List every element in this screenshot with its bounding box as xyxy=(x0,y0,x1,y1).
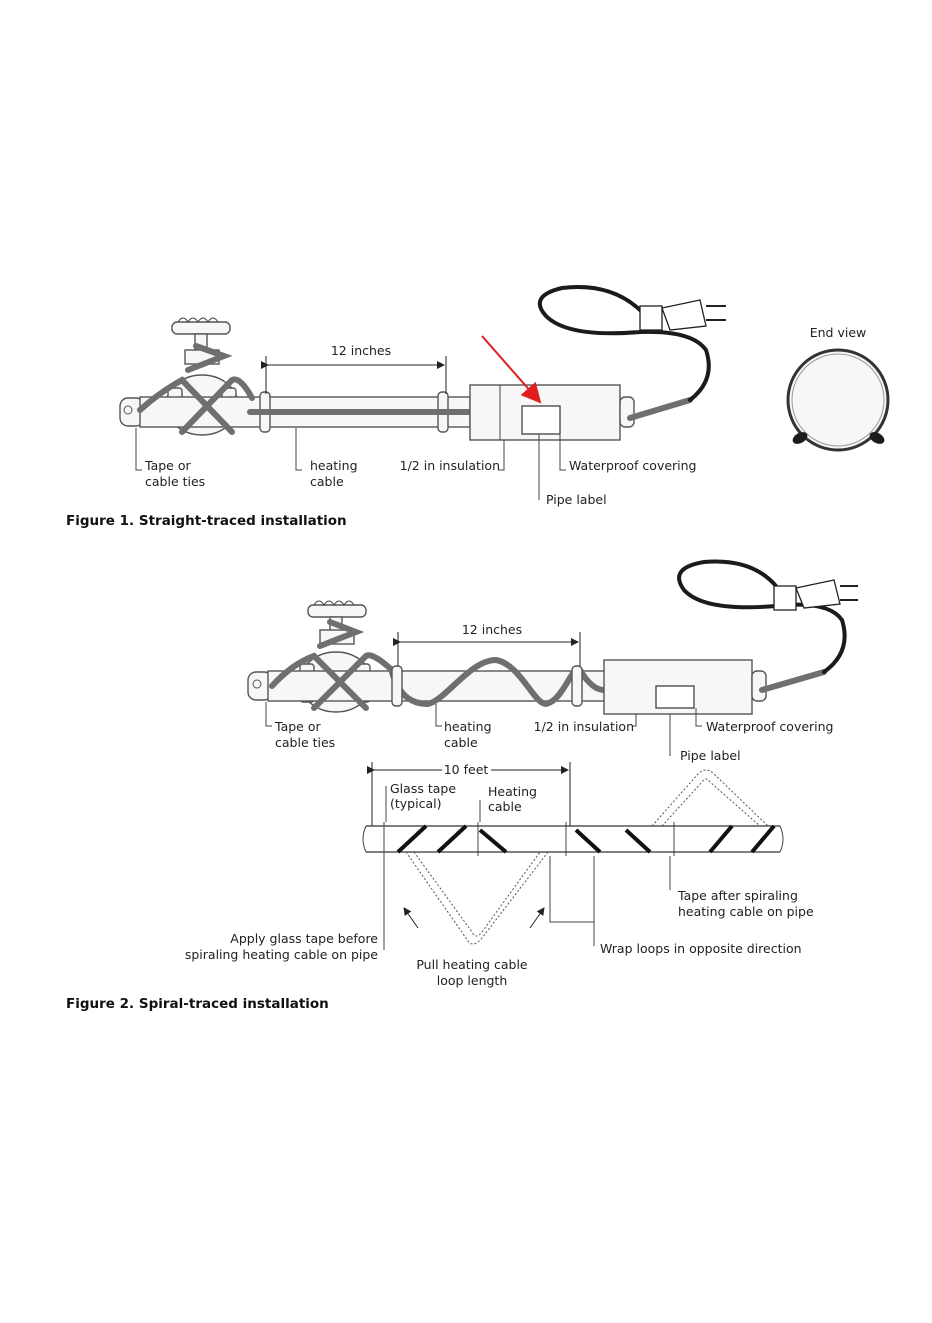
cable-label-2: cable xyxy=(444,735,478,750)
tape-label-1: Tape or xyxy=(144,458,191,473)
cable-tie xyxy=(391,665,403,707)
pull-cable-label-1: Pull heating cable xyxy=(416,957,528,972)
pipe-label-box xyxy=(521,405,561,435)
cable-label-1: heating xyxy=(444,719,492,734)
tape-after-label-1: Tape after spiraling xyxy=(677,888,798,903)
loop-below xyxy=(405,851,549,945)
pipe-label-text: Pipe label xyxy=(680,748,741,763)
figure-1: 12 inches Tape or cable ties heating cab… xyxy=(66,285,890,529)
glass-tape-label-2: (typical) xyxy=(390,796,441,811)
wrap-loops-label: Wrap loops in opposite direction xyxy=(600,941,802,956)
cable-label-1: heating xyxy=(310,458,358,473)
end-view: End view xyxy=(786,325,890,452)
dimension-label: 12 inches xyxy=(462,622,522,637)
heating-cable-wrap xyxy=(137,343,255,435)
heating-cable-wrap xyxy=(269,619,395,711)
plug-icon xyxy=(639,299,726,331)
pipe-label-text: Pipe label xyxy=(546,492,607,507)
covering-label: Waterproof covering xyxy=(706,719,834,734)
tape-after-label-2: heating cable on pipe xyxy=(678,904,814,919)
tape-label-1: Tape or xyxy=(274,719,321,734)
pipe-label-box xyxy=(655,685,695,709)
end-view-label: End view xyxy=(810,325,867,340)
cable-tie xyxy=(571,665,583,707)
insulation-label: 1/2 in insulation xyxy=(534,719,634,734)
red-arrow xyxy=(481,335,542,404)
dimension-label: 12 inches xyxy=(331,343,391,358)
figure-1-caption: Figure 1. Straight-traced installation xyxy=(66,513,347,529)
heating-cable-label-2: cable xyxy=(488,799,522,814)
spiral-wraps xyxy=(396,824,776,854)
power-cord xyxy=(677,559,847,674)
heating-cable-tail xyxy=(759,669,827,693)
span-label: 10 feet xyxy=(444,762,489,777)
insulation-label: 1/2 in insulation xyxy=(400,458,500,473)
glass-tape-label-1: Glass tape xyxy=(390,781,456,796)
plug-icon xyxy=(773,579,858,611)
pull-cable-label-2: loop length xyxy=(437,973,508,988)
power-cord xyxy=(537,285,711,402)
tape-label-2: cable ties xyxy=(145,474,205,489)
heating-cable-label-1: Heating xyxy=(488,784,537,799)
figure-2: 12 inches Tape or cable ties heating cab… xyxy=(66,559,858,1012)
apply-glass-label-1: Apply glass tape before xyxy=(230,931,378,946)
covering-label: Waterproof covering xyxy=(569,458,697,473)
figure-2-caption: Figure 2. Spiral-traced installation xyxy=(66,996,329,1012)
heating-cable-tail xyxy=(627,397,693,421)
apply-glass-label-2: spiraling heating cable on pipe xyxy=(185,947,378,962)
cable-label-2: cable xyxy=(310,474,344,489)
tape-label-2: cable ties xyxy=(275,735,335,750)
loop-above xyxy=(651,769,769,827)
